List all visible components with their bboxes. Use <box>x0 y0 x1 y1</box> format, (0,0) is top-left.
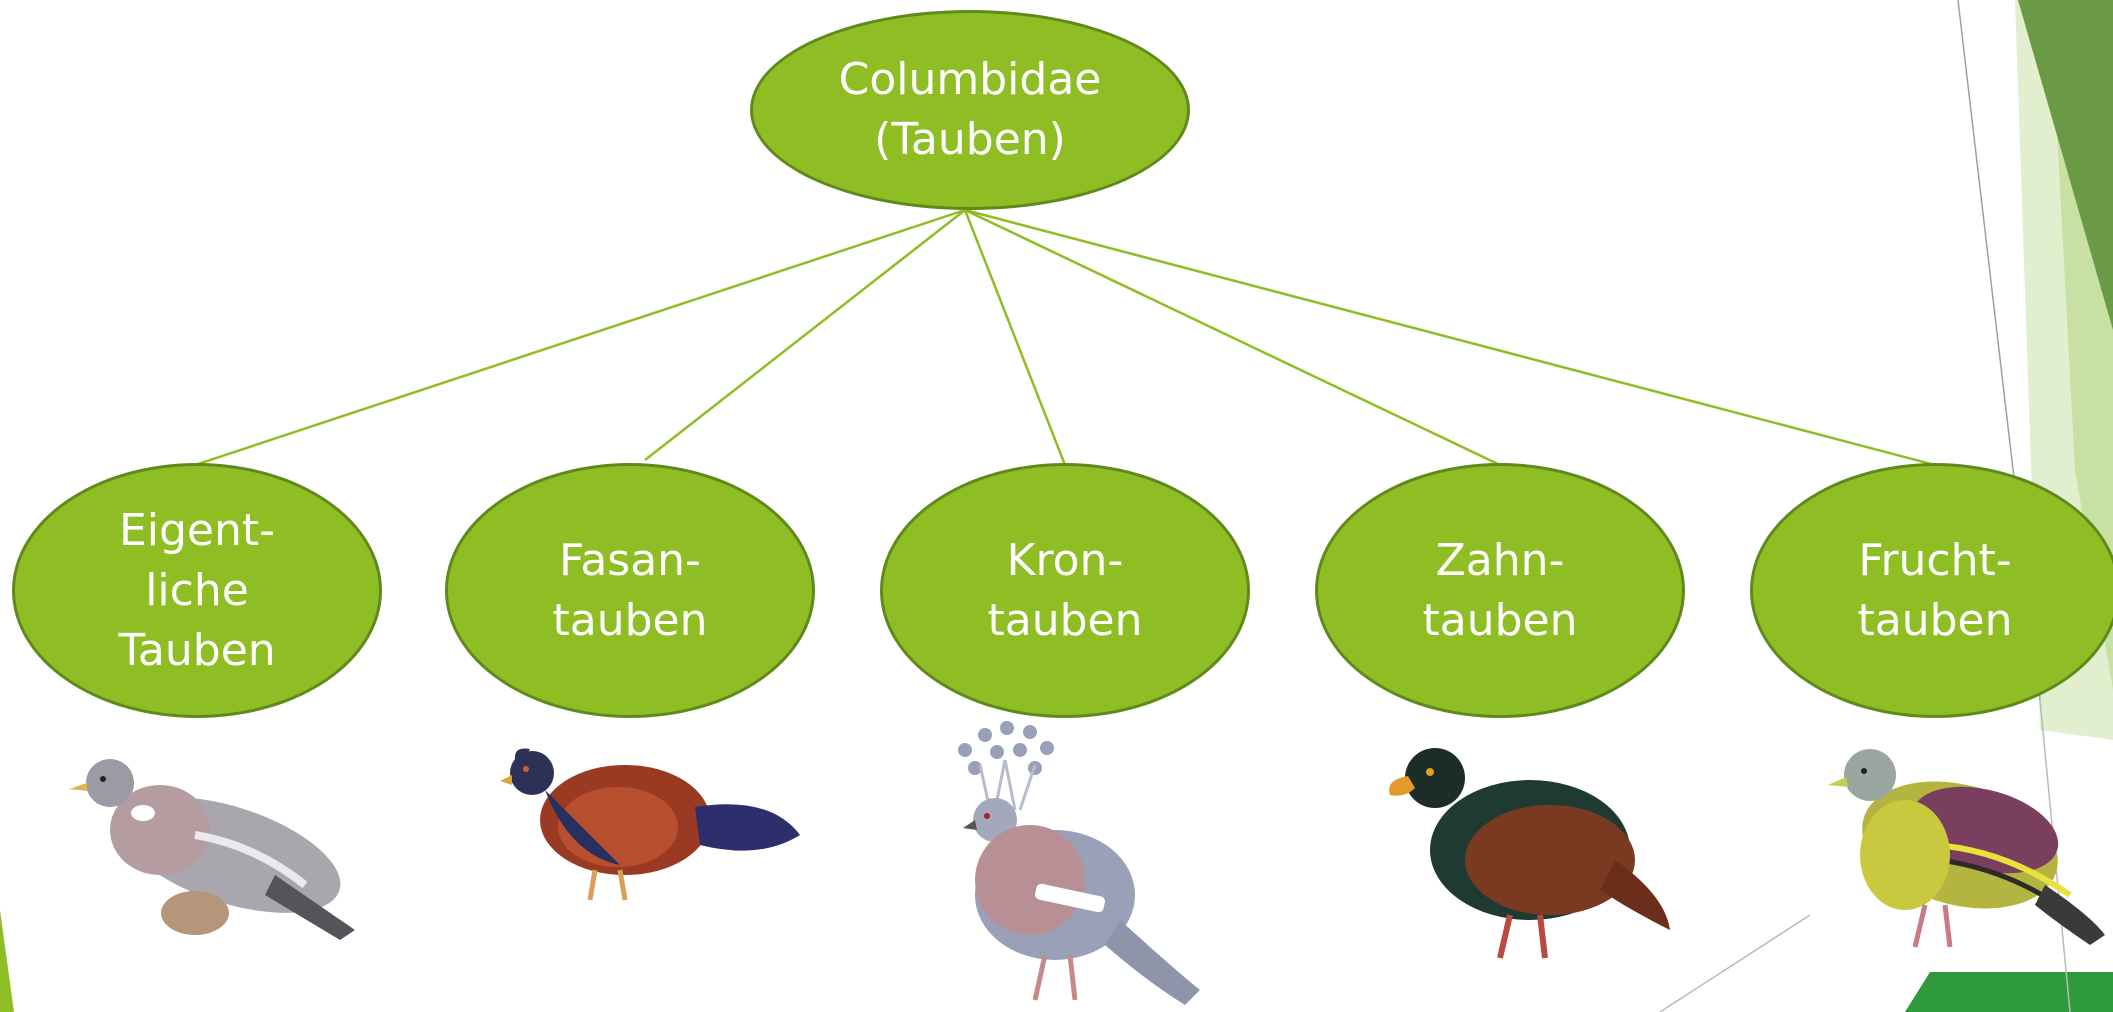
child-label: Fasan- tauben <box>552 534 708 646</box>
child-label: Zahn- tauben <box>1422 534 1578 646</box>
tooth-billed-pigeon-illustration <box>1389 748 1670 959</box>
wood-pigeon-illustration <box>69 759 355 940</box>
child-label: Kron- tauben <box>987 534 1143 646</box>
root-node: Columbidae (Tauben) <box>750 10 1190 210</box>
bottom-right-accent <box>1905 972 2113 1012</box>
child-node-zahntauben: Zahn- tauben <box>1315 463 1685 718</box>
child-label: Eigent- liche Tauben <box>118 504 276 676</box>
child-node-eigentliche-tauben: Eigent- liche Tauben <box>12 463 382 718</box>
pheasant-pigeon-illustration <box>500 748 800 901</box>
root-label: Columbidae (Tauben) <box>838 54 1102 165</box>
crowned-pigeon-illustration <box>958 721 1200 1005</box>
connector-fasan <box>644 209 966 461</box>
child-node-krontauben: Kron- tauben <box>880 463 1250 718</box>
right-accent-dark <box>2018 0 2113 330</box>
connector-zahn <box>964 208 1501 467</box>
thin-divider-3 <box>1659 914 1811 1012</box>
connector-eigentliche <box>194 208 966 467</box>
green-fruit-pigeon-illustration <box>1828 749 2105 948</box>
left-accent <box>0 910 14 1012</box>
child-node-fruchttauben: Frucht- tauben <box>1750 463 2113 718</box>
child-node-fasantauben: Fasan- tauben <box>445 463 815 718</box>
child-label: Frucht- tauben <box>1857 534 2013 646</box>
connector-kron <box>963 209 1067 466</box>
connector-frucht <box>964 208 1936 467</box>
